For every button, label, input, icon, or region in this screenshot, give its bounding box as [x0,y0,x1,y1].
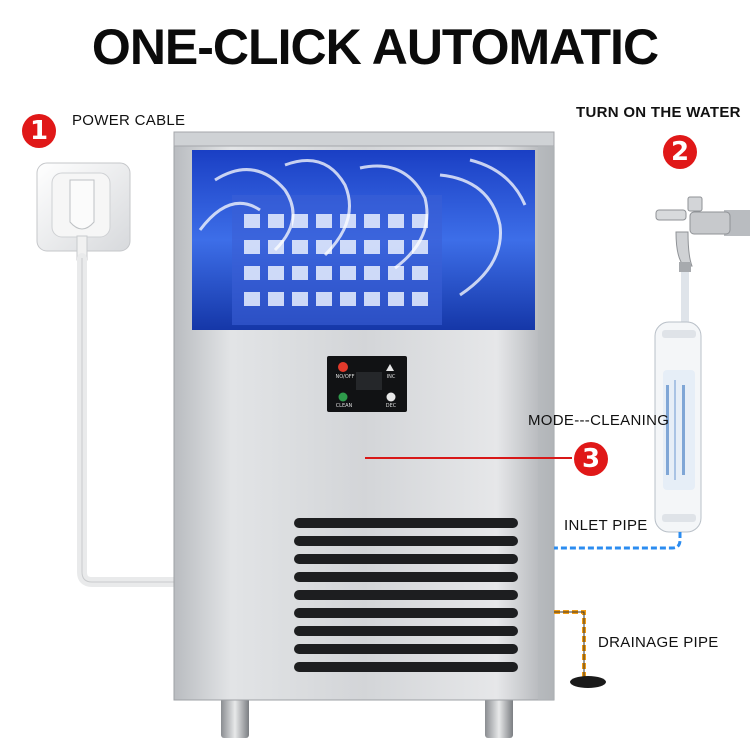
turn-on-water-label: TURN ON THE WATER [576,104,741,121]
clean-button-label: CLEAN [335,403,353,409]
right-leg [485,696,513,738]
water-filter [654,321,702,533]
inlet-pipe-label: INLET PIPE [564,517,648,534]
ice-window [192,150,535,330]
power-cable-label: POWER CABLE [72,112,186,129]
power-button-label: NO/OFF [335,374,355,380]
step-3-badge: 3 [574,442,608,476]
dec-button-label: DEC [385,403,397,409]
clean-button [338,392,348,402]
power-button [338,362,348,372]
inlet-pipe [554,532,682,550]
mode-cleaning-label: MODE---CLEANING [528,412,670,429]
inc-button-label: INC [386,374,396,380]
drainage-pipe [554,610,586,680]
vent-grille [294,518,518,672]
inc-button [386,364,394,371]
power-socket [36,162,131,261]
dec-button [386,392,396,402]
page-title: ONE-CLICK AUTOMATIC [91,19,659,75]
step-1-badge: 1 [22,114,56,148]
left-leg [221,696,249,738]
water-faucet [655,196,750,272]
floor-drain [570,676,606,688]
step-2-badge: 2 [663,135,697,169]
drainage-pipe-label: DRAINAGE PIPE [598,634,719,651]
power-cable [77,253,180,587]
control-panel [327,356,407,412]
